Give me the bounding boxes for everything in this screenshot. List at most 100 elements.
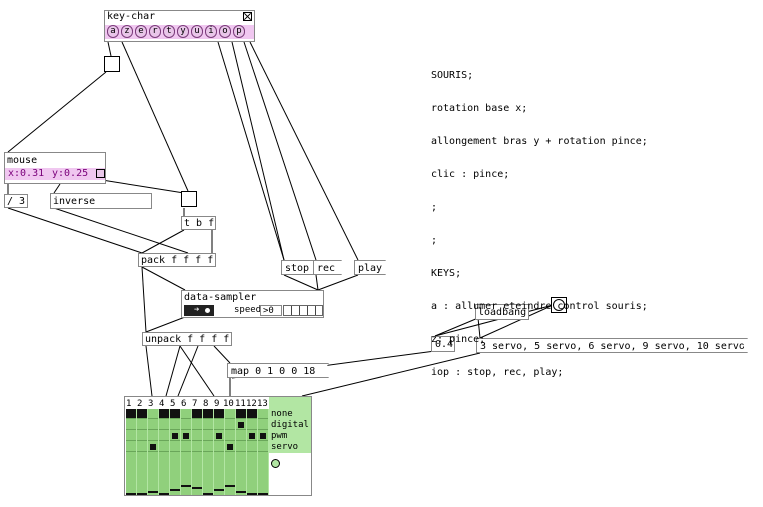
pin-mode-cell[interactable]	[258, 431, 268, 441]
pin-mode-cell[interactable]	[126, 420, 136, 430]
pin-mode-cell[interactable]	[258, 409, 268, 419]
rec-message[interactable]: rec	[313, 260, 342, 275]
key-u-button[interactable]: u	[191, 25, 203, 38]
pin-mode-cell[interactable]	[258, 420, 268, 430]
pin-mode-cell[interactable]	[192, 442, 202, 452]
key-o-button[interactable]: o	[219, 25, 231, 38]
reset-icon[interactable]	[271, 459, 280, 468]
unpack-object[interactable]: unpack f f f f	[142, 332, 232, 346]
map-message[interactable]: map 0 1 0 0 18	[227, 363, 329, 378]
pin-column[interactable]	[192, 409, 202, 495]
number-box-0-4[interactable]: 0.4	[431, 336, 455, 352]
pin-mode-cell[interactable]	[247, 431, 257, 441]
pince-toggle[interactable]	[181, 191, 197, 207]
record-dot-icon[interactable]	[205, 308, 210, 313]
pin-column[interactable]	[181, 409, 191, 495]
trigger-object[interactable]: t b f	[181, 216, 216, 230]
pin-value-bar	[126, 493, 136, 495]
close-icon[interactable]	[243, 12, 252, 21]
key-p-button[interactable]: p	[233, 25, 245, 38]
pin-mode-cell[interactable]	[159, 442, 169, 452]
pin-mode-cell[interactable]	[159, 420, 169, 430]
pin-column[interactable]	[137, 409, 147, 495]
speed-number-box[interactable]: >0	[260, 305, 282, 316]
key-t-button[interactable]: t	[163, 25, 175, 38]
key-i-button[interactable]: i	[205, 25, 217, 38]
pin-mode-cell[interactable]	[148, 442, 158, 452]
pin-mode-cell[interactable]	[192, 420, 202, 430]
pin-mode-cell[interactable]	[148, 409, 158, 419]
pin-mode-cell[interactable]	[159, 409, 169, 419]
bang-button[interactable]	[551, 297, 567, 313]
pin-mode-cell[interactable]	[203, 409, 213, 419]
pin-column[interactable]	[225, 409, 235, 495]
pin-mode-cell[interactable]	[137, 442, 147, 452]
pin-mode-cell[interactable]	[236, 431, 246, 441]
pin-mode-cell[interactable]	[137, 431, 147, 441]
pin-mode-cell[interactable]	[159, 431, 169, 441]
key-z-button[interactable]: z	[121, 25, 133, 38]
pin-mode-cell[interactable]	[148, 420, 158, 430]
pin-mode-cell[interactable]	[225, 420, 235, 430]
pin-mode-cell[interactable]	[181, 409, 191, 419]
pin-mode-cell[interactable]	[214, 420, 224, 430]
pin-mode-cell[interactable]	[192, 409, 202, 419]
pin-column[interactable]	[126, 409, 136, 495]
pin-mode-cell[interactable]	[148, 431, 158, 441]
pin-mode-grid[interactable]	[126, 409, 269, 495]
pin-mode-cell[interactable]	[214, 431, 224, 441]
pin-mode-cell[interactable]	[170, 420, 180, 430]
pin-column[interactable]	[170, 409, 180, 495]
inverse-object[interactable]: inverse	[50, 193, 152, 209]
key-e-button[interactable]: e	[135, 25, 147, 38]
pin-mode-cell[interactable]	[203, 420, 213, 430]
play-message[interactable]: play	[354, 260, 386, 275]
pin-mode-cell[interactable]	[137, 420, 147, 430]
pin-mode-cell[interactable]	[225, 431, 235, 441]
arrow-icon[interactable]: ➔	[194, 305, 200, 315]
pin-mode-cell[interactable]	[137, 409, 147, 419]
mouse-toggle[interactable]	[104, 56, 120, 72]
pin-mode-cell[interactable]	[236, 442, 246, 452]
loadbang-object[interactable]: loadbang	[475, 304, 529, 320]
key-y-button[interactable]: y	[177, 25, 189, 38]
stop-message[interactable]: stop	[281, 260, 314, 275]
pin-mode-cell[interactable]	[247, 420, 257, 430]
pin-mode-cell[interactable]	[170, 431, 180, 441]
pin-mode-cell[interactable]	[247, 409, 257, 419]
pin-column[interactable]	[159, 409, 169, 495]
pin-column[interactable]	[203, 409, 213, 495]
pin-mode-cell[interactable]	[236, 409, 246, 419]
key-r-button[interactable]: r	[149, 25, 161, 38]
pin-column[interactable]	[247, 409, 257, 495]
pin-mode-cell[interactable]	[181, 442, 191, 452]
sampler-control-icons[interactable]	[283, 305, 323, 316]
pin-mode-cell[interactable]	[236, 420, 246, 430]
pin-column[interactable]	[214, 409, 224, 495]
pin-column[interactable]	[148, 409, 158, 495]
pin-mode-cell[interactable]	[258, 442, 268, 452]
mouse-y-readout: y:0.25	[52, 168, 89, 179]
pin-mode-cell[interactable]	[126, 431, 136, 441]
pin-mode-cell[interactable]	[170, 409, 180, 419]
pin-mode-cell[interactable]	[214, 442, 224, 452]
pin-mode-cell[interactable]	[126, 442, 136, 452]
pin-mode-cell[interactable]	[203, 431, 213, 441]
pin-mode-cell[interactable]	[192, 431, 202, 441]
pin-mode-cell[interactable]	[181, 431, 191, 441]
pin-mode-cell[interactable]	[203, 442, 213, 452]
pin-mode-cell[interactable]	[214, 409, 224, 419]
pin-mode-cell[interactable]	[126, 409, 136, 419]
servo-list-message[interactable]: 3 servo, 5 servo, 6 servo, 9 servo, 10 s…	[476, 338, 748, 353]
divide-by-3-object[interactable]: / 3	[4, 194, 28, 208]
pin-mode-cell[interactable]	[225, 409, 235, 419]
pack-object[interactable]: pack f f f f	[138, 253, 216, 267]
pin-mode-cell[interactable]	[225, 442, 235, 452]
pin-mode-cell[interactable]	[181, 420, 191, 430]
key-a-button[interactable]: a	[107, 25, 119, 38]
pin-mode-cell[interactable]	[170, 442, 180, 452]
pin-mode-cell[interactable]	[247, 442, 257, 452]
mouse-toggle-small[interactable]	[96, 169, 105, 178]
pin-column[interactable]	[258, 409, 268, 495]
pin-column[interactable]	[236, 409, 246, 495]
